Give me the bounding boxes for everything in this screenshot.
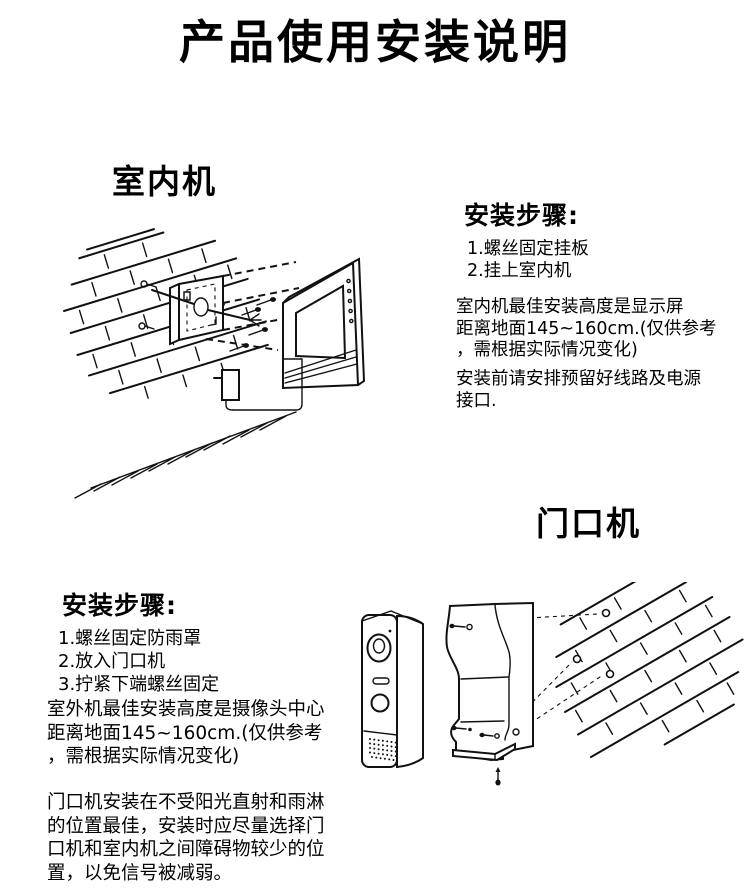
ground-line [75, 412, 296, 498]
outdoor-height-note: 室外机最佳安装高度是摄像头中心 距离地面145~160cm.(仅供参考 ，需根据… [47, 699, 325, 767]
mic-hole [388, 629, 392, 633]
monitor-speaker-lines [285, 350, 357, 383]
call-button [372, 695, 389, 712]
indoor-step-2: 2.挂上室内机 [467, 261, 572, 281]
outdoor-steps-list: 1.螺丝固定防雨罩 2.放入门口机 3.拧紧下端螺丝固定 [58, 627, 219, 696]
speaker-grille [369, 738, 397, 761]
camera-lens [368, 635, 391, 662]
doorbell-unit [362, 611, 423, 767]
indoor-step-1: 1.螺丝固定挂板 [467, 239, 589, 259]
indoor-height-note: 室内机最佳安装高度是显示屏 距离地面145~160cm.(仅供参考 ，需根据实际… [456, 297, 717, 360]
name-plate-slot [373, 678, 389, 684]
outdoor-steps-heading: 安装步骤: [62, 591, 177, 620]
brick-joints [537, 582, 747, 767]
wall-screw-holes [139, 281, 156, 329]
power-adapter [214, 359, 302, 410]
monitor-screen [296, 286, 345, 358]
outdoor-step-3: 3.拧紧下端螺丝固定 [58, 674, 220, 695]
outdoor-step-2: 2.放入门口机 [58, 651, 166, 672]
door-unit-illustration [345, 582, 747, 786]
indoor-monitor [283, 259, 364, 388]
indoor-steps-heading: 安装步骤: [464, 201, 579, 230]
indoor-unit-illustration [56, 226, 408, 516]
outdoor-step-1: 1.螺丝固定防雨罩 [58, 628, 202, 649]
wall-screw-holes [574, 610, 614, 678]
indoor-wiring-note: 安装前请安排预留好线路及电源 接口. [456, 369, 701, 411]
wall-cable [152, 290, 194, 304]
indoor-section-heading: 室内机 [112, 162, 217, 201]
monitor-buttons [347, 279, 353, 322]
rain-cover [446, 603, 533, 760]
outdoor-section-heading: 门口机 [536, 504, 641, 543]
power-cord [226, 400, 233, 410]
outdoor-brick-wall [526, 582, 747, 780]
mounting-screws [230, 297, 276, 351]
indoor-steps-list: 1.螺丝固定挂板 2.挂上室内机 [467, 238, 589, 282]
outdoor-position-note: 门口机安装在不受阳光直射和雨淋 的位置最佳，安装时应尽量选择门 口机和室内机之间… [47, 792, 325, 884]
bottom-screw [495, 767, 501, 786]
doorbell-front-face [362, 615, 397, 767]
page-title: 产品使用安装说明 [179, 15, 571, 69]
mounting-plate [152, 276, 261, 344]
indoor-brick-wall [56, 226, 277, 414]
doorbell-side-face [397, 616, 423, 767]
cover-screws [449, 624, 519, 738]
